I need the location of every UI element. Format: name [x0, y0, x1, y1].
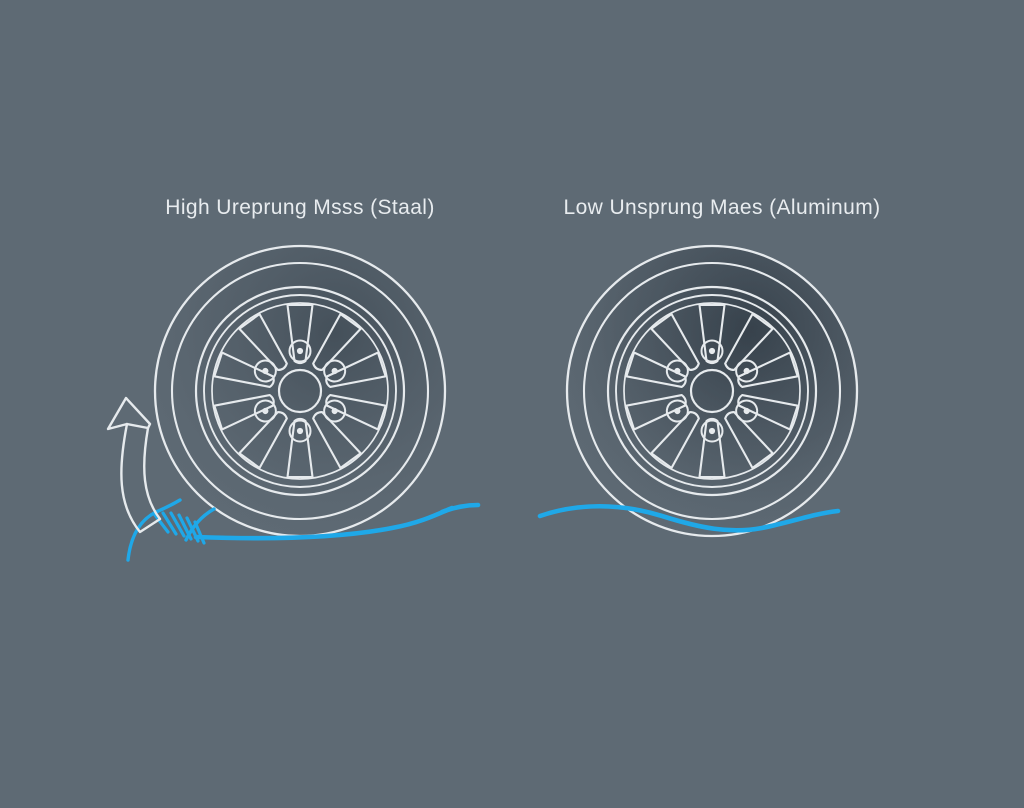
- motion-arrow-head: [106, 396, 152, 431]
- wheel-left: [155, 246, 445, 536]
- panel-left-high-unsprung-mass: High Ureprung Msss (Staal): [106, 196, 481, 562]
- panel-right-low-unsprung-mass: Low Unsprung Maes (Aluminum): [537, 196, 881, 536]
- panel-right-caption: Low Unsprung Maes (Aluminum): [564, 196, 881, 219]
- motion-arrow-shaft: [120, 422, 162, 534]
- road-line-right: [537, 503, 841, 533]
- road-line-left-dash: [439, 502, 481, 515]
- spring-lower-curve: [184, 507, 216, 542]
- wheel-right: [567, 246, 857, 536]
- panel-left-caption: High Ureprung Msss (Staal): [165, 196, 435, 219]
- road-line-left-main: [193, 505, 455, 541]
